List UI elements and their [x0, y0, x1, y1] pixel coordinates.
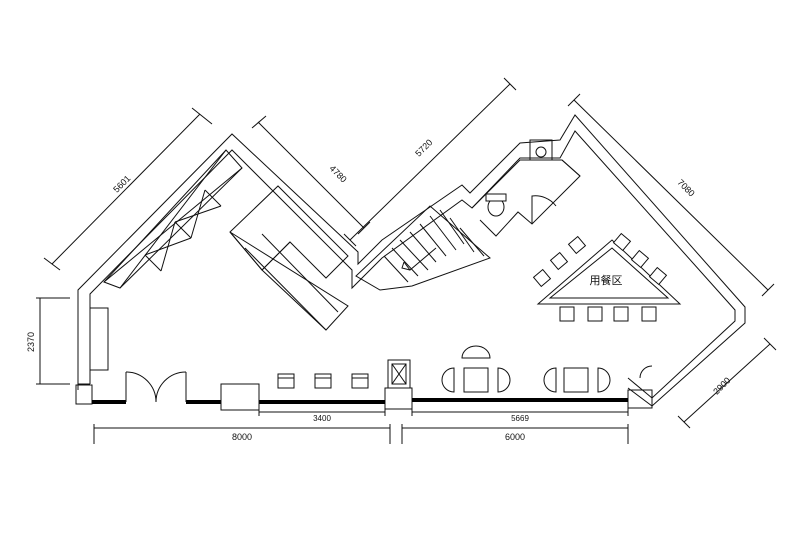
dining-table-group: 用餐区: [532, 232, 682, 322]
window-bar-stools: [277, 373, 369, 389]
dim-8000: 8000: [232, 432, 252, 442]
dim-4780: 4780: [328, 163, 349, 184]
dim-6000: 6000: [505, 432, 525, 442]
restroom: [471, 139, 581, 237]
entrance-door: [125, 371, 187, 403]
dim-2370: 2370: [26, 332, 36, 352]
dim-7080: 7080: [676, 177, 697, 198]
cafe-tables: [441, 345, 653, 393]
dim-5720: 5720: [413, 137, 434, 158]
staircase: [355, 205, 491, 291]
wall-shelving: [103, 149, 243, 289]
dim-5601: 5601: [111, 173, 132, 194]
dim-5669: 5669: [511, 414, 529, 423]
dim-2900: 2900: [711, 375, 732, 396]
cashier-counter: [220, 383, 260, 411]
dimension-lines: 5601 4780 5720 7080 2900 2370 3400: [26, 77, 777, 444]
bar-counter: [229, 185, 349, 331]
dim-3400: 3400: [313, 414, 331, 423]
display-cabinet: [387, 359, 411, 389]
wall-bench: [89, 307, 109, 371]
dining-table: [536, 239, 682, 305]
dining-area-label: 用餐区: [590, 273, 623, 287]
